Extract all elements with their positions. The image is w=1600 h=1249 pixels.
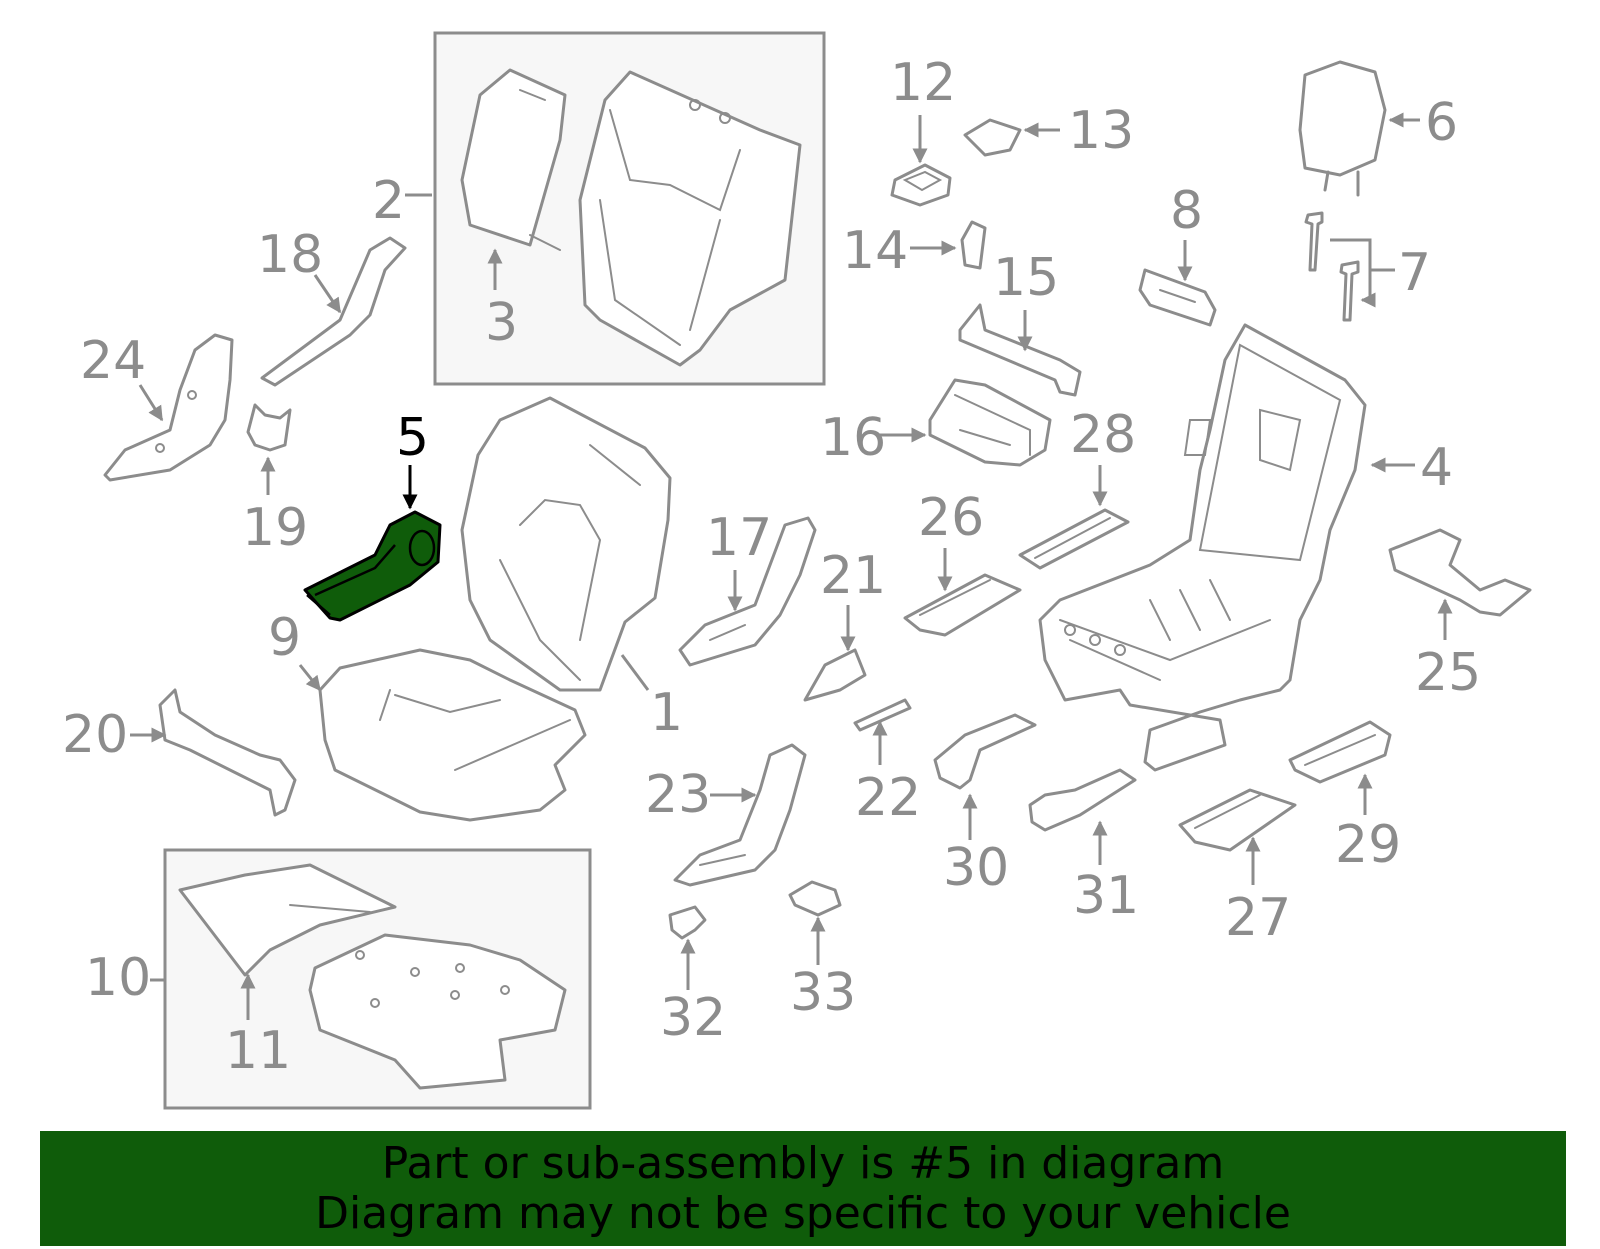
part-1-seat-back	[460, 396, 672, 692]
callout-28: 28	[1070, 405, 1136, 465]
part-6-headrest	[1298, 60, 1387, 177]
subassembly-box-10	[163, 848, 592, 1110]
callout-16: 16	[820, 408, 886, 468]
callout-30: 30	[943, 838, 1009, 898]
part-21-cover	[803, 648, 867, 702]
part-28-track-strip	[1018, 508, 1130, 570]
callout-1: 1	[650, 683, 683, 743]
callout-6: 6	[1425, 93, 1458, 153]
callout-26: 26	[918, 488, 984, 548]
callout-19: 19	[242, 498, 308, 558]
callout-25: 25	[1415, 643, 1481, 703]
part-19-clip	[246, 403, 292, 452]
part-13-clip	[963, 118, 1022, 157]
callout-18: 18	[257, 225, 323, 285]
callout-4: 4	[1420, 438, 1453, 498]
callout-2: 2	[372, 171, 405, 231]
callout-29: 29	[1335, 815, 1401, 875]
part-22-pin	[853, 698, 912, 732]
callout-5: 5	[396, 408, 429, 468]
part-8-bracket	[1138, 268, 1217, 327]
part-9-seat-cushion	[318, 648, 587, 822]
part-14-latch	[960, 220, 987, 270]
callout-9: 9	[268, 608, 301, 668]
part-17-side-trim	[678, 516, 817, 667]
part-15-rail	[958, 303, 1082, 397]
callout-17: 17	[706, 508, 772, 568]
part-23-side-shield	[673, 743, 807, 887]
part-5-armrest-highlighted	[303, 510, 442, 622]
callout-labels: 1 2 3 4 5 6 7 8 9 10 11 12 13 14 15 16 1…	[62, 53, 1481, 1081]
part-12-cap	[890, 163, 952, 207]
callout-32: 32	[660, 988, 726, 1048]
leader-lines	[130, 112, 1453, 1020]
part-20-bracket	[158, 688, 297, 817]
part-33-clip	[788, 880, 842, 917]
callout-20: 20	[62, 705, 128, 765]
info-banner: Part or sub-assembly is #5 in diagram Di…	[40, 1131, 1566, 1246]
callout-21: 21	[820, 546, 886, 606]
callout-12: 12	[890, 53, 956, 113]
callout-27: 27	[1225, 888, 1291, 948]
part-18-trim-strip	[260, 236, 407, 387]
part-27-track-cover	[1178, 788, 1297, 852]
callout-10: 10	[85, 948, 151, 1008]
callout-23: 23	[645, 765, 711, 825]
callout-13: 13	[1068, 101, 1134, 161]
callout-31: 31	[1073, 866, 1139, 926]
part-16-trim-housing	[928, 378, 1052, 467]
callout-24: 24	[80, 331, 146, 391]
part-26-track-cover	[903, 573, 1022, 637]
callout-22: 22	[855, 768, 921, 828]
callout-11: 11	[225, 1021, 291, 1081]
callout-15: 15	[993, 248, 1059, 308]
callout-3: 3	[485, 293, 518, 353]
part-32-clip	[668, 905, 707, 940]
part-29-track-strip	[1288, 720, 1392, 784]
part-24-bracket	[103, 333, 234, 482]
callout-33: 33	[790, 963, 856, 1023]
callout-14: 14	[842, 221, 908, 281]
part-30-end-cap	[933, 713, 1037, 790]
banner-line-2: Diagram may not be specific to your vehi…	[315, 1188, 1291, 1239]
part-4-seat-frame	[1038, 323, 1367, 772]
callout-8: 8	[1170, 181, 1203, 241]
subassembly-box-2	[433, 31, 826, 386]
banner-line-1: Part or sub-assembly is #5 in diagram	[381, 1138, 1225, 1189]
callout-7: 7	[1398, 243, 1431, 303]
part-25-bracket	[1388, 528, 1532, 617]
part-7-headrest-guides	[1304, 211, 1360, 322]
part-31-end-cap	[1028, 768, 1137, 832]
